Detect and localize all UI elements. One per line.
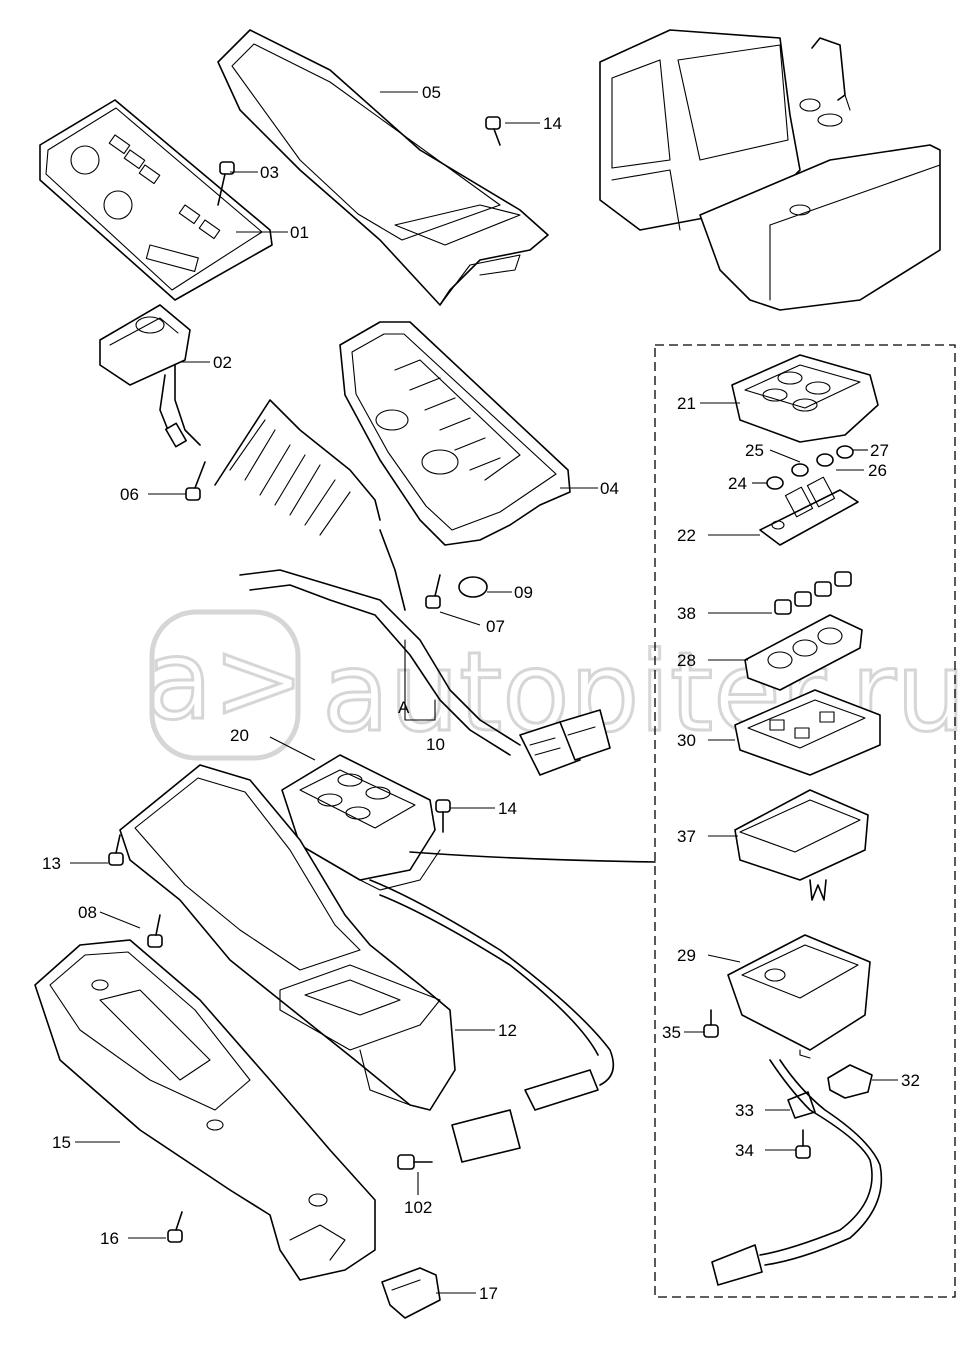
part-05-cover[interactable] xyxy=(217,29,549,306)
part-22-plate[interactable] xyxy=(759,476,859,546)
part-17-cap[interactable] xyxy=(381,1267,441,1319)
part-33-clamp[interactable] xyxy=(711,1059,883,1286)
callout-09[interactable]: 09 xyxy=(514,583,533,602)
part-06-screw[interactable] xyxy=(185,461,206,501)
part-08-screw[interactable] xyxy=(147,914,163,948)
callout-28[interactable]: 28 xyxy=(677,651,696,670)
callout-labels: 01 02 03 04 05 06 07 08 09 10 A 12 13 14… xyxy=(42,83,920,1303)
part-04-housing[interactable] xyxy=(339,321,571,598)
callout-24[interactable]: 24 xyxy=(728,474,747,493)
callout-102[interactable]: 102 xyxy=(404,1198,432,1217)
callout-01[interactable]: 01 xyxy=(290,223,309,242)
part-24-knob[interactable] xyxy=(766,476,784,490)
part-21-cover[interactable] xyxy=(731,354,879,443)
part-15-side-cover[interactable] xyxy=(34,939,376,1281)
part-102-screw[interactable] xyxy=(397,1154,433,1170)
part-09-grommet xyxy=(458,576,488,598)
part-03-screw[interactable] xyxy=(217,161,235,206)
detail-view-frame xyxy=(654,344,956,1298)
part-14-screw-middle[interactable] xyxy=(435,799,451,833)
callout-30[interactable]: 30 xyxy=(677,731,696,750)
part-38-buttons[interactable] xyxy=(774,571,852,615)
callout-38[interactable]: 38 xyxy=(677,604,696,623)
part-01-monitor-panel[interactable] xyxy=(39,99,273,301)
part-13-screw[interactable] xyxy=(108,834,124,866)
leader-lines xyxy=(70,91,898,1294)
callout-35[interactable]: 35 xyxy=(662,1023,681,1042)
callout-02[interactable]: 02 xyxy=(213,353,232,372)
part-20-switch-box[interactable] xyxy=(281,754,441,891)
callout-32[interactable]: 32 xyxy=(901,1071,920,1090)
part-26-knob[interactable] xyxy=(816,453,834,467)
watermark-logo-frame xyxy=(149,609,301,761)
callout-08[interactable]: 08 xyxy=(78,903,97,922)
callout-07[interactable]: 07 xyxy=(486,617,505,636)
callout-04[interactable]: 04 xyxy=(600,479,619,498)
callout-05[interactable]: 05 xyxy=(422,83,441,102)
callout-20[interactable]: 20 xyxy=(230,726,249,745)
cable-20-to-detail xyxy=(369,851,656,1163)
callout-A[interactable]: A xyxy=(398,698,410,717)
callout-06[interactable]: 06 xyxy=(120,485,139,504)
callout-21[interactable]: 21 xyxy=(677,394,696,413)
excavator-overview xyxy=(599,29,941,311)
callout-12[interactable]: 12 xyxy=(498,1021,517,1040)
part-34-screw[interactable] xyxy=(795,1129,811,1159)
part-32-sensor[interactable] xyxy=(827,1064,873,1099)
part-30-panel[interactable] xyxy=(734,689,881,776)
part-27-knob[interactable] xyxy=(836,445,854,459)
watermark-logo-glyph: a> xyxy=(145,616,305,744)
part-02-switch[interactable] xyxy=(99,304,201,448)
part-29-case[interactable] xyxy=(727,934,871,1059)
part-10-harness[interactable] xyxy=(214,399,611,776)
callout-10[interactable]: 10 xyxy=(426,735,445,754)
callout-34[interactable]: 34 xyxy=(735,1141,754,1160)
part-07-screw[interactable] xyxy=(425,574,441,609)
part-37-module[interactable] xyxy=(734,789,869,901)
callout-22[interactable]: 22 xyxy=(677,526,696,545)
part-28-gasket[interactable] xyxy=(744,614,863,691)
callout-26[interactable]: 26 xyxy=(868,461,887,480)
callout-14-middle[interactable]: 14 xyxy=(498,799,517,818)
callout-15[interactable]: 15 xyxy=(52,1133,71,1152)
part-12-bracket[interactable] xyxy=(119,764,456,1111)
callout-25[interactable]: 25 xyxy=(745,441,764,460)
part-14-screw-top[interactable] xyxy=(485,116,501,146)
callout-29[interactable]: 29 xyxy=(677,946,696,965)
part-35-screw[interactable] xyxy=(703,1009,719,1038)
callout-03[interactable]: 03 xyxy=(260,163,279,182)
callout-14-top[interactable]: 14 xyxy=(543,114,562,133)
part-16-screw[interactable] xyxy=(167,1211,183,1243)
callout-17[interactable]: 17 xyxy=(479,1284,498,1303)
callout-27[interactable]: 27 xyxy=(870,441,889,460)
callout-16[interactable]: 16 xyxy=(100,1229,119,1248)
callout-37[interactable]: 37 xyxy=(677,827,696,846)
callout-13[interactable]: 13 xyxy=(42,854,61,873)
callout-33[interactable]: 33 xyxy=(735,1101,754,1120)
part-25-knob[interactable] xyxy=(791,463,809,477)
